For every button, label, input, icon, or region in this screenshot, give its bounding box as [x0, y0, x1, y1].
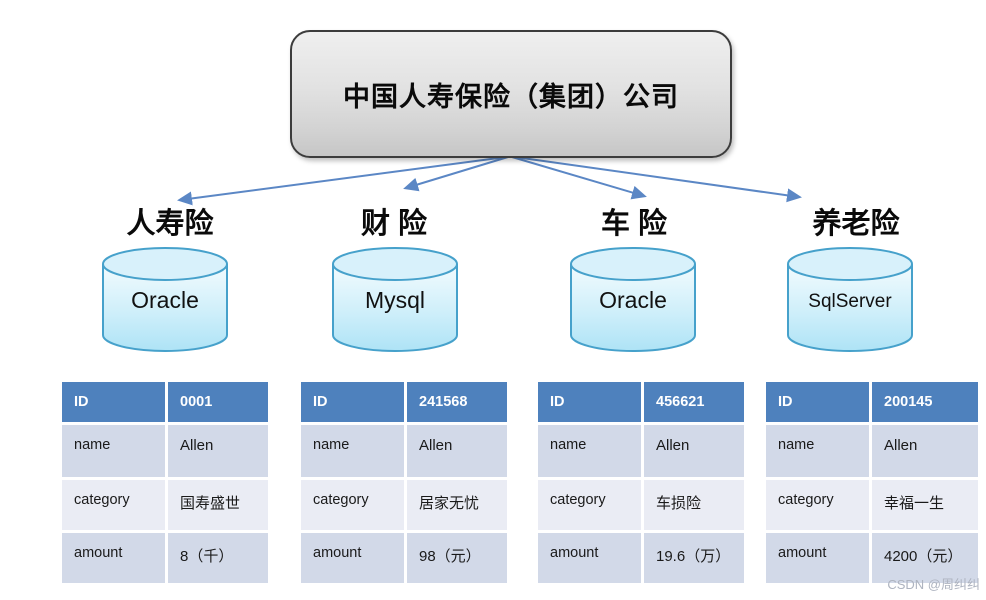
record-table-life: ID 0001 name Allen category 国寿盛世 amount …	[62, 382, 268, 583]
row-label-category: category	[538, 480, 641, 530]
branch-label-property: 财 险	[360, 208, 428, 240]
table-header-value: 0001	[168, 382, 268, 422]
row-label-amount: amount	[301, 533, 404, 583]
record-table-property: ID 241568 name Allen category 居家无忧 amoun…	[301, 382, 507, 583]
row-label-amount: amount	[538, 533, 641, 583]
database-name: Oracle	[599, 287, 667, 313]
row-label-category: category	[62, 480, 165, 530]
watermark: CSDN @周纠纠	[887, 577, 980, 592]
row-value-category: 车损险	[644, 480, 744, 530]
database-cylinder-property: Mysql	[330, 245, 460, 355]
row-value-name: Allen	[644, 425, 744, 477]
arrow-to-pension-insurance	[514, 156, 802, 203]
row-label-name: name	[62, 425, 165, 477]
table-header-value: 241568	[407, 382, 507, 422]
row-label-amount: amount	[766, 533, 869, 583]
arrow-to-property-insurance	[403, 156, 509, 192]
row-label-name: name	[766, 425, 869, 477]
row-value-name: Allen	[872, 425, 978, 477]
table-header-key: ID	[62, 382, 165, 422]
branch-label-life: 人寿险	[126, 208, 214, 240]
branch-label-car: 车 险	[600, 208, 668, 240]
cylinder-shape	[332, 247, 458, 352]
company-title: 中国人寿保险（集团）公司	[343, 81, 679, 112]
company-box: 中国人寿保险（集团）公司	[290, 30, 732, 158]
record-table-pension: ID 200145 name Allen category 幸福一生 amoun…	[766, 382, 978, 583]
row-label-name: name	[301, 425, 404, 477]
row-label-category: category	[301, 480, 404, 530]
row-value-category: 国寿盛世	[168, 480, 268, 530]
table-header-key: ID	[538, 382, 641, 422]
arrow-to-life-insurance	[177, 156, 507, 206]
table-header-value: 200145	[872, 382, 978, 422]
database-name: Mysql	[364, 287, 426, 313]
row-label-amount: amount	[62, 533, 165, 583]
row-value-amount: 4200（元）	[872, 533, 978, 583]
database-cylinder-pension: SqlServer	[785, 245, 915, 355]
database-name: SqlServer	[808, 291, 892, 312]
row-label-category: category	[766, 480, 869, 530]
table-header-key: ID	[766, 382, 869, 422]
row-value-category: 幸福一生	[872, 480, 978, 530]
row-label-name: name	[538, 425, 641, 477]
database-name: Oracle	[131, 287, 199, 313]
row-value-amount: 98（元）	[407, 533, 507, 583]
table-header-key: ID	[301, 382, 404, 422]
cylinder-shape	[102, 247, 228, 352]
row-value-amount: 8（千）	[168, 533, 268, 583]
table-header-value: 456621	[644, 382, 744, 422]
row-value-category: 居家无忧	[407, 480, 507, 530]
row-value-amount: 19.6（万）	[644, 533, 744, 583]
arrow-to-car-insurance	[511, 156, 647, 200]
cylinder-shape	[787, 247, 913, 352]
row-value-name: Allen	[168, 425, 268, 477]
branch-label-pension: 养老险	[812, 208, 900, 240]
database-cylinder-life: Oracle	[100, 245, 230, 355]
row-value-name: Allen	[407, 425, 507, 477]
cylinder-shape	[570, 247, 696, 352]
database-cylinder-car: Oracle	[568, 245, 698, 355]
record-table-car: ID 456621 name Allen category 车损险 amount…	[538, 382, 744, 583]
